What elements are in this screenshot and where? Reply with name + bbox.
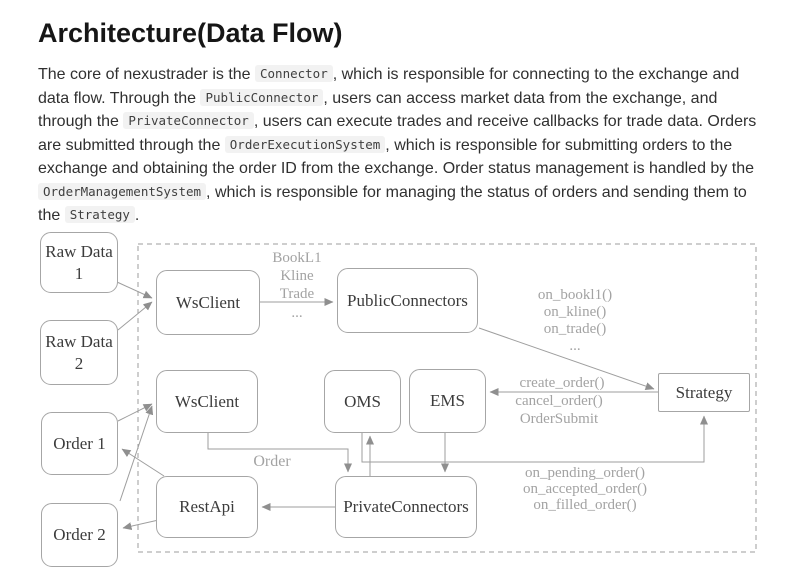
- edge-publicconnectors-strategy: [478, 327, 655, 390]
- order-1-node: Order 1: [41, 412, 118, 475]
- edge-rawdata1-wsclient1: [116, 281, 153, 299]
- strategy-node: Strategy: [658, 373, 750, 412]
- inline-code-connector: Connector: [255, 65, 333, 82]
- order-label: Order: [253, 453, 291, 470]
- text-segment: .: [134, 207, 140, 224]
- edge-oms-strategy: [361, 415, 708, 463]
- inline-code-private-connector: PrivateConnector: [123, 112, 254, 129]
- order-callbacks-label: on_pending_order() on_accepted_order() o…: [522, 465, 648, 513]
- text-segment: , which is responsible for submitting or…: [38, 136, 754, 178]
- market-callbacks-label: on_bookl1() on_kline() on_trade() ...: [537, 287, 613, 354]
- intro-paragraph: The core of nexustrader is the Connector…: [38, 63, 760, 228]
- market-stream-label: BookL1 Kline Trade: [272, 250, 322, 302]
- system-boundary: [137, 243, 757, 553]
- text-segment: , users can execute trades and receive c…: [38, 113, 757, 154]
- inline-code-order-management-system: OrderManagementSystem: [38, 182, 207, 200]
- edge-order1-wsclient2: [117, 403, 153, 422]
- edge-restapi-order1: [121, 448, 165, 477]
- raw-data-2-node: Raw Data 2: [40, 320, 118, 385]
- cancel-order-submit-label: cancel_order() OrderSubmit: [515, 393, 603, 427]
- ems-node: EMS: [409, 369, 486, 433]
- inline-code-order-execution-system: OrderExecutionSystem: [224, 135, 386, 153]
- edge-order2-wsclient2: [119, 405, 154, 502]
- public-connectors-node: PublicConnectors: [337, 268, 478, 333]
- edge-wsclient2-privateconnectors: [207, 433, 352, 473]
- rest-api-node: RestApi: [156, 476, 258, 538]
- doc-page: Architecture(Data Flow) The core of nexu…: [0, 0, 800, 228]
- private-connectors-node: PrivateConnectors: [335, 476, 477, 538]
- order-2-node: Order 2: [41, 503, 118, 567]
- ws-client-1-node: WsClient: [156, 270, 260, 335]
- ws-client-2-node: WsClient: [156, 370, 258, 433]
- oms-node: OMS: [324, 370, 401, 433]
- inline-code-public-connector: PublicConnector: [200, 88, 324, 106]
- market-stream-ellipsis-label: ...: [291, 305, 303, 321]
- text-segment: , users can access market data from the …: [38, 89, 718, 131]
- edge-rawdata2-wsclient1: [117, 301, 153, 331]
- page-title: Architecture(Data Flow): [38, 18, 343, 48]
- create-order-label: create_order(): [519, 375, 605, 391]
- inline-code-strategy: Strategy: [64, 206, 135, 223]
- text-segment: , which is responsible for managing the …: [38, 183, 747, 225]
- raw-data-1-node: Raw Data 1: [40, 232, 118, 293]
- text-segment: , which is responsible for connecting to…: [38, 66, 740, 107]
- text-segment: The core of nexustrader is the: [38, 66, 255, 83]
- data-flow-diagram: Raw Data 1 Raw Data 2 Order 1 Order 2 Ws…: [0, 225, 800, 582]
